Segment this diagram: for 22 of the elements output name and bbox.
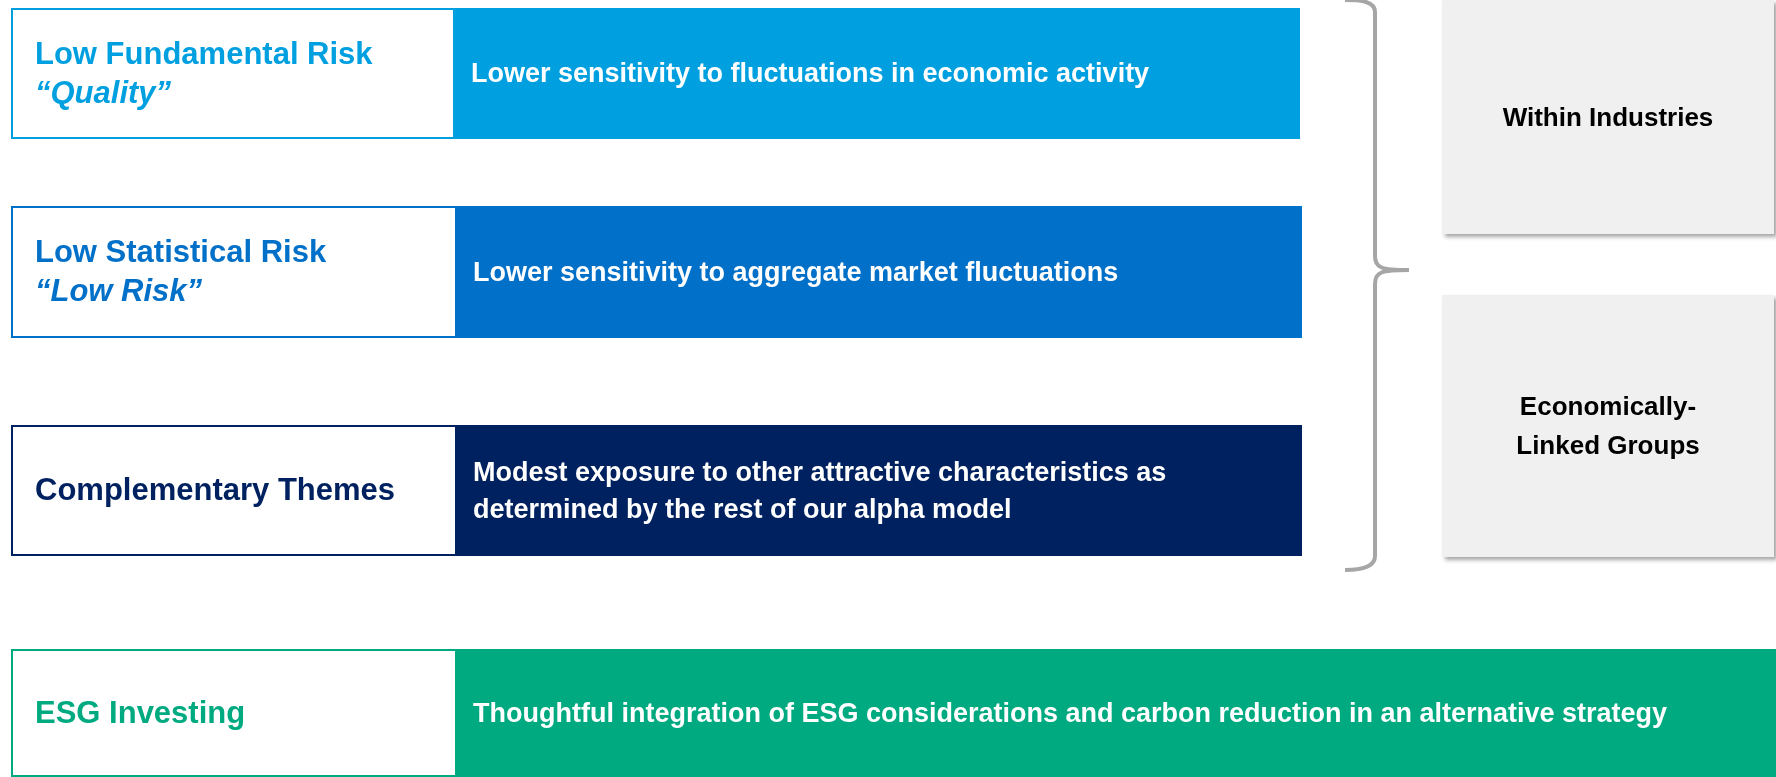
description-text: Lower sensitivity to aggregate market fluctuations [473,255,1120,289]
scope-label: Within Industries [1502,100,1714,134]
category-box [11,425,457,556]
category-label: Complementary Themes [35,471,397,510]
description-bar [457,425,1302,556]
category-label: ESG Investing [35,693,247,732]
scope-label: Economically-Linked Groups [1515,390,1701,462]
description-bar [455,8,1300,139]
category-label: Low Fundamental Risk [35,34,374,73]
category-box [11,649,457,777]
description-text: Modest exposure to other attractive characteristics as determined by the rest of our alpha model [473,456,1168,526]
description-bar [457,206,1302,338]
scope-box [1442,0,1774,234]
description-text: Lower sensitivity to fluctuations in economic activity [471,57,1151,91]
description-bar [457,649,1776,777]
scope-box [1442,295,1774,557]
category-box [11,8,455,139]
category-subtitle: “Low Risk” [35,272,204,310]
category-box [11,206,457,338]
category-subtitle: “Quality” [35,73,173,112]
category-label: Low Statistical Risk [35,233,328,272]
description-text: Thoughtful integration of ESG considerations and carbon reduction in an alternative strategy [473,696,1669,730]
